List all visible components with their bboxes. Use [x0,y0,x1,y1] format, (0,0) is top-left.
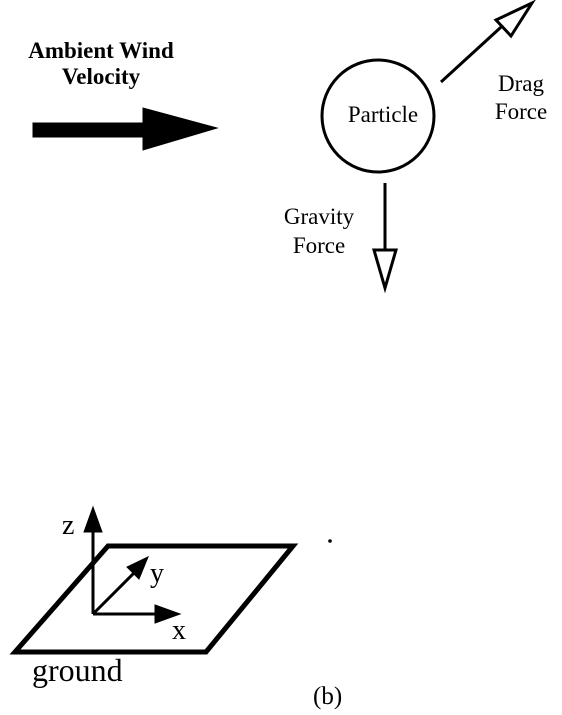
gravity-force-arrowhead [372,248,398,294]
drag-label-line-1: Drag [498,71,544,96]
wind-arrow [32,107,219,151]
drag-label-line-2: Force [494,98,548,124]
y-axis-line [91,569,138,616]
wind-label-line-2: Velocity [61,64,141,90]
x-axis-arrowhead [154,604,182,624]
drag-force-line [439,16,513,84]
y-axis-arrowhead [126,555,149,580]
particle-label: Particle [347,102,419,127]
particle-circle [320,58,436,174]
ground-label: ground [32,652,123,688]
ground-plane [9,543,299,655]
z-axis-arrowhead [83,505,103,533]
wind-label: Ambient Wind Velocity [6,38,196,91]
gravity-label-line-1: Gravity [283,204,355,229]
gravity-label-line-2: Force [292,232,346,258]
y-axis-label: y [150,558,164,589]
stray-dot [328,539,332,543]
wind-label-line-1: Ambient Wind [28,38,174,63]
z-axis-label: z [62,510,75,541]
drag-force-arrowhead [493,0,536,39]
x-axis-label: x [172,615,186,646]
panel-label: (b) [313,683,343,710]
drag-force-label: Drag Force [480,70,562,125]
gravity-force-label: Gravity Force [262,203,376,261]
